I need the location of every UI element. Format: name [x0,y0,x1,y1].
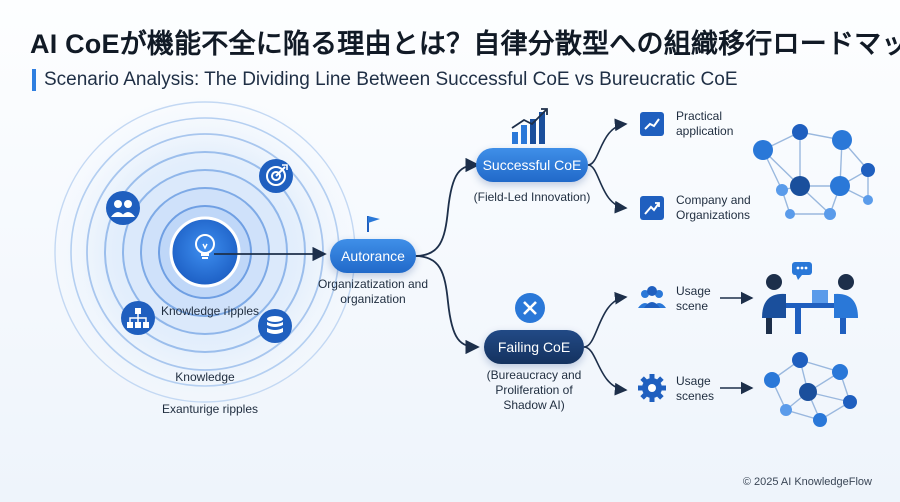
network-illustration-2 [764,352,857,427]
arrow-to-success [414,157,480,257]
autorance-node[interactable]: Autorance [330,239,416,273]
page-subtitle: Scenario Analysis: The Dividing Line Bet… [32,69,738,91]
branch-usage-scenes: Usage scenes [676,374,715,403]
ripple-label-outer: Exanturige ripples [161,402,259,416]
branch-company-organizations: Company and Organizations [676,193,751,222]
group-icon [638,286,666,308]
hierarchy-icon [121,301,155,335]
success-caption: (Field-Led Innovation) [473,190,591,204]
application-chart-icon [640,112,664,136]
failure-caption: (Bureaucracy and Proliferation of Shadow… [486,368,582,412]
branch-practical-application: Practical application [676,109,734,138]
fail-x-icon [515,293,545,323]
copyright: © 2025 AI KnowledgeFlow [742,476,872,488]
successful-coe-node[interactable]: Successful CoE [476,148,588,182]
failing-coe-node[interactable]: Failing CoE [484,330,584,364]
ripple-label-knowledge: Knowledge [175,370,235,384]
meeting-illustration [762,262,858,334]
branch-usage-scene: Usage scene [676,284,711,313]
flag-icon [367,216,380,232]
gear-icon [638,374,666,402]
network-illustration [753,124,875,220]
ripple-center-label: Knowledge ripples [160,304,260,318]
lightbulb-icon [195,234,215,259]
target-icon [259,159,293,193]
hub-caption: Organizatization and organization [317,277,429,306]
growth-chart-icon [511,108,548,144]
page-title: AI CoEが機能不全に陥る理由とは？自律分散型への組織移行ロードマップ [30,29,900,59]
arrow-to-failure [414,255,480,355]
company-trend-icon [640,196,664,220]
database-icon [258,309,292,343]
users-icon [106,191,140,225]
